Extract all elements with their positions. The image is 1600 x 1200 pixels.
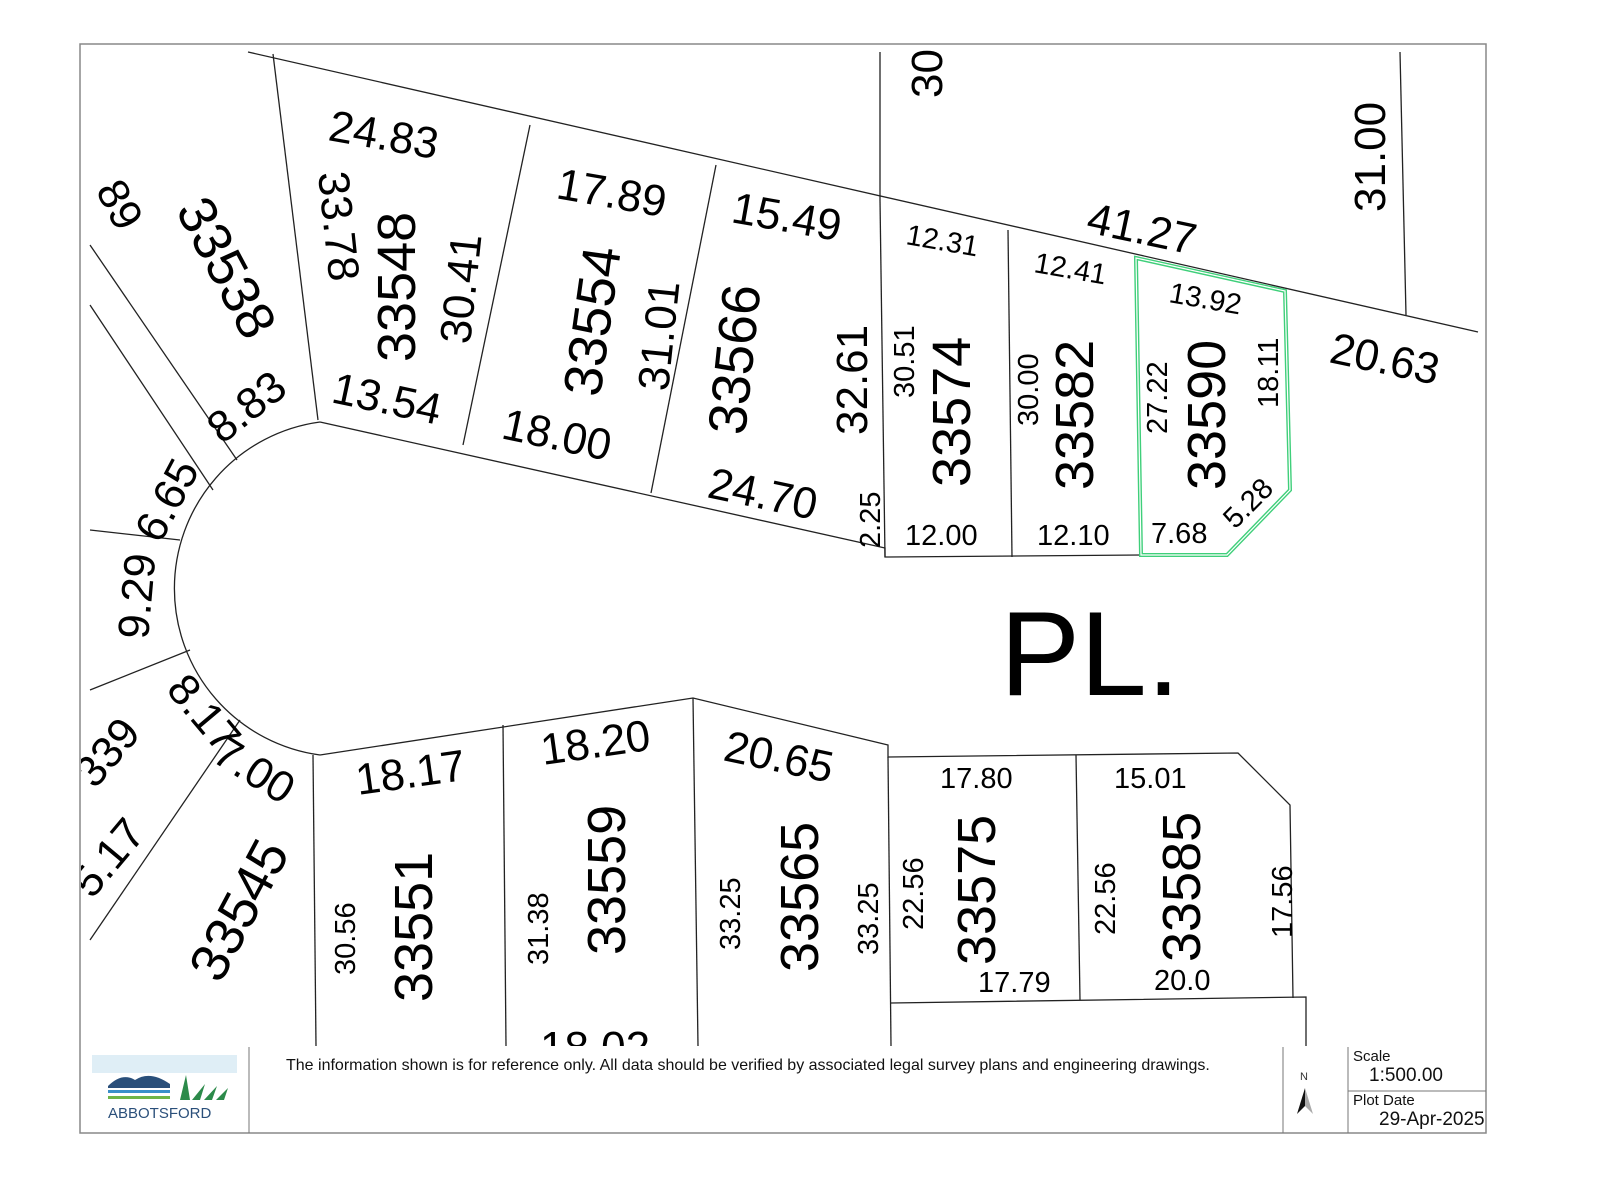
- dimension: 27.22: [1142, 361, 1174, 434]
- dimension: 15.49: [728, 184, 845, 251]
- dimension: 13.92: [1167, 277, 1244, 321]
- dimension: 17.89: [553, 160, 670, 227]
- dimension: 31.38: [523, 892, 555, 965]
- logo-text: ABBOTSFORD: [108, 1105, 212, 1122]
- dimension: 12.41: [1032, 247, 1109, 291]
- lot-number[interactable]: 33585: [1152, 812, 1212, 962]
- dimension: 24.70: [704, 459, 822, 530]
- dimension: 30.56: [330, 902, 362, 975]
- plot-date-value: 29-Apr-2025: [1379, 1109, 1485, 1130]
- scale-label: Scale: [1353, 1048, 1391, 1065]
- lot-number[interactable]: 33566: [697, 282, 772, 438]
- lot-number[interactable]: 33574: [922, 337, 982, 487]
- dimension: 22.56: [1090, 862, 1122, 935]
- dimension: 18.11: [1253, 338, 1285, 408]
- scale-value: 1:500.00: [1369, 1065, 1443, 1086]
- dimension: 17.56: [1267, 865, 1299, 938]
- dimension: 24.83: [325, 102, 442, 169]
- dimension: 30.51: [889, 325, 921, 398]
- dimension: 31.00: [1346, 102, 1395, 212]
- dimension: 22.56: [898, 857, 930, 930]
- dimension: 15.01: [1114, 763, 1187, 795]
- disclaimer-text: The information shown is for reference o…: [286, 1057, 1210, 1074]
- dimension: 5.17: [62, 809, 155, 906]
- lot-number[interactable]: 33554: [552, 243, 632, 400]
- dimension: 41.27: [1083, 194, 1201, 265]
- lot-number[interactable]: 33590: [1177, 340, 1237, 490]
- dimension: 12.10: [1037, 520, 1110, 552]
- north-label: N: [1300, 1071, 1308, 1083]
- dimension: 12.00: [905, 520, 978, 552]
- lot-number[interactable]: 33582: [1045, 340, 1105, 490]
- dimension: 18.17: [353, 741, 469, 805]
- parcel-lines: 33538 33548 33554 33566 33574 33582 3359…: [62, 49, 1479, 1072]
- dimension: 31.01: [629, 278, 689, 393]
- dimension: 12.31: [904, 219, 981, 263]
- map-frame: [79, 43, 1487, 1134]
- dimension: 339: [65, 709, 150, 797]
- lot-number[interactable]: 33575: [947, 815, 1007, 965]
- dimension: 7.68: [1151, 518, 1207, 550]
- dimension: 18.00: [498, 400, 616, 471]
- dimension: 20.63: [1326, 324, 1444, 395]
- lot-number[interactable]: 33545: [178, 830, 301, 991]
- dimension: 9.29: [109, 551, 165, 641]
- dimension: 30: [903, 49, 952, 98]
- street-label: PL.: [1000, 587, 1180, 721]
- lot-number[interactable]: 33548: [367, 212, 427, 362]
- dimension: 17.80: [940, 763, 1013, 795]
- north-arrow-icon: [1297, 1088, 1313, 1114]
- lot-number[interactable]: 33538: [164, 187, 287, 348]
- plot-date-label: Plot Date: [1353, 1092, 1415, 1109]
- dimension: 30.00: [1013, 353, 1045, 426]
- dimension: 20.0: [1154, 965, 1210, 997]
- dimension: 18.20: [538, 711, 654, 775]
- dimension: 2.25: [855, 492, 887, 548]
- dimension: 33.25: [715, 877, 747, 950]
- dimension: 89: [86, 172, 152, 238]
- dimension: 33.25: [853, 882, 885, 955]
- dimension: 18.02: [540, 1023, 650, 1072]
- dimension: 30.41: [431, 231, 491, 346]
- dimension: 8.83: [198, 362, 296, 453]
- lot-number[interactable]: 33559: [577, 805, 637, 955]
- dimension: 33.78: [308, 169, 368, 284]
- dimension: 32.61: [828, 325, 877, 435]
- lot-number[interactable]: 33565: [770, 822, 830, 972]
- dimension: 20.65: [720, 722, 838, 793]
- dimension: 13.54: [328, 364, 446, 435]
- abbotsford-logo: [92, 1055, 237, 1100]
- lot-number[interactable]: 33551: [384, 852, 444, 1002]
- dimension: 17.79: [978, 967, 1051, 999]
